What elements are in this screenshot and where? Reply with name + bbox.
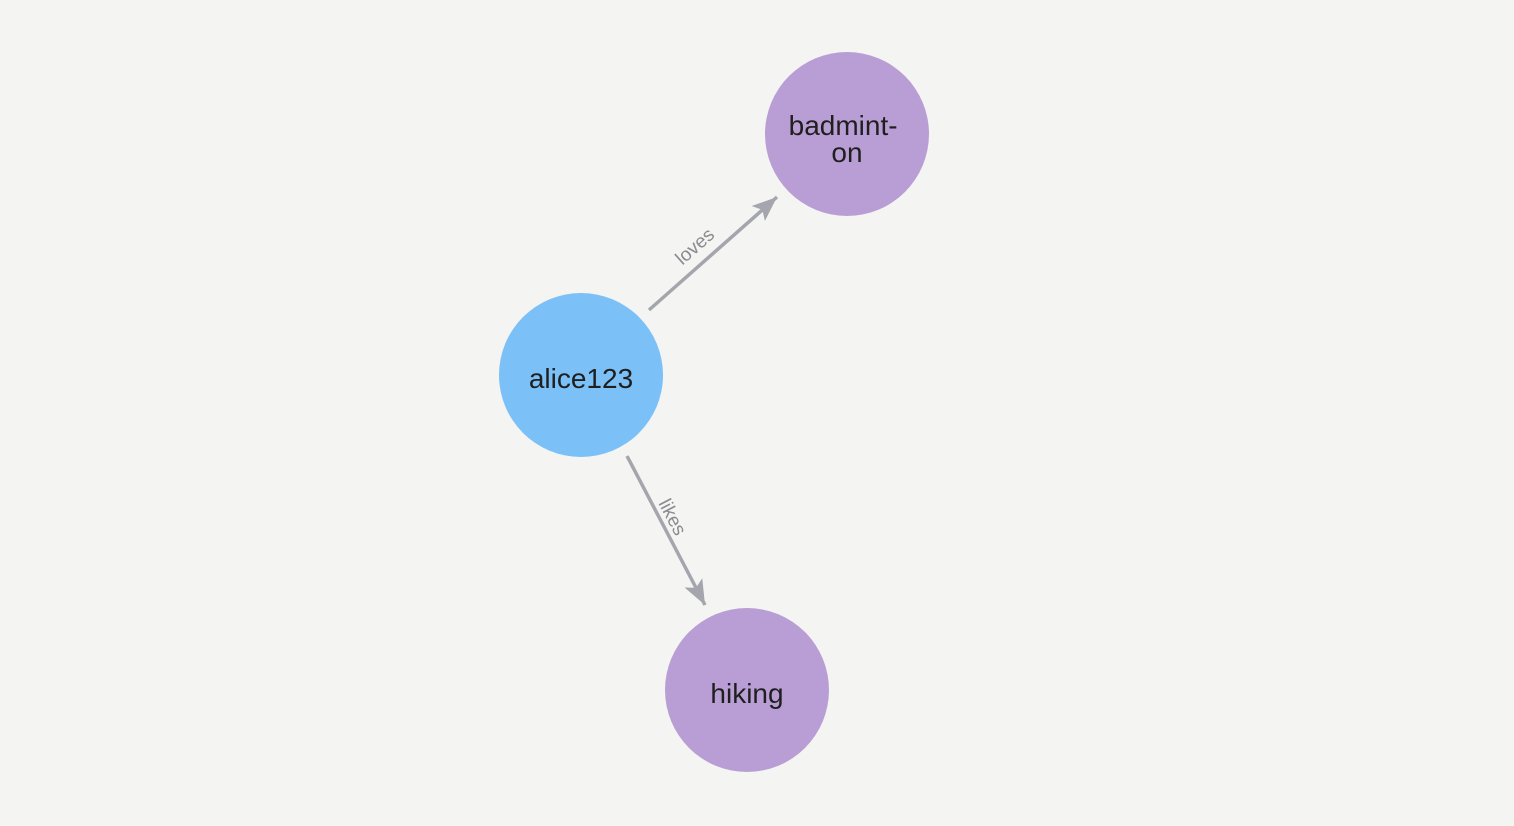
edge-loves-line[interactable] bbox=[647, 195, 779, 312]
node-badminton[interactable]: badmint- on bbox=[765, 52, 929, 216]
node-hiking[interactable]: hiking bbox=[665, 608, 829, 772]
node-badminton-circle[interactable] bbox=[765, 52, 929, 216]
node-alice123[interactable]: alice123 bbox=[499, 293, 663, 457]
edge-loves[interactable]: loves bbox=[647, 195, 779, 312]
edge-likes-line[interactable] bbox=[625, 455, 707, 606]
edge-loves-label: loves bbox=[672, 224, 719, 269]
node-alice123-circle[interactable] bbox=[499, 293, 663, 457]
node-hiking-circle[interactable] bbox=[665, 608, 829, 772]
edge-likes[interactable]: likes bbox=[625, 455, 707, 606]
